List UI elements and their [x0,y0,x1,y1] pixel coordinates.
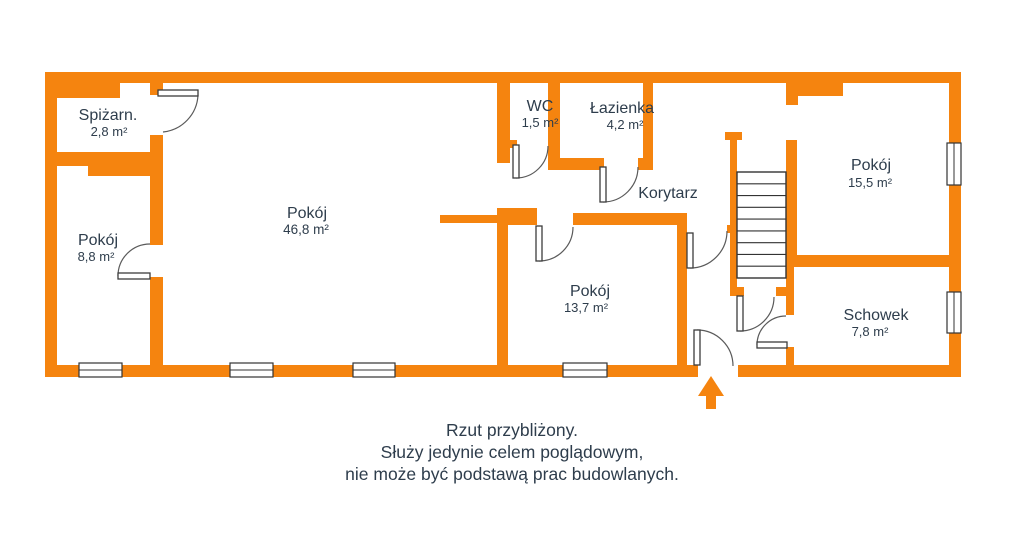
wall-segment [45,72,57,377]
door-pokoj-sredni [535,225,574,262]
room-name: Łazienka [590,100,654,117]
room-area: 8,8 m² [78,249,116,264]
window [562,362,608,378]
room-name: Pokój [851,157,891,174]
wall-segment [643,83,653,170]
room-label-pokoj-sredni: Pokój 13,7 m² [564,283,610,315]
room-name: Schowek [844,307,910,324]
room-area: 7,8 m² [852,324,890,339]
room-label-lazienka: Łazienka 4,2 m² [590,100,654,132]
room-area: 15,5 m² [848,175,893,190]
wall-segment [573,213,687,225]
wall-segment [786,347,794,365]
window [946,291,962,334]
wall-segment [786,267,794,315]
wall-segment [677,225,687,365]
wall-segment [738,365,961,377]
room-name: Pokój [287,205,327,222]
room-label-pokoj-duzy: Pokój 46,8 m² [283,205,329,237]
room-area: 2,8 m² [91,124,129,139]
wall-segment [497,83,510,163]
wall-segment [730,133,737,295]
door-spizarnia [157,89,199,133]
windows [78,142,962,378]
window [352,362,396,378]
room-area: 1,5 m² [522,115,560,130]
wall-segment [788,83,843,96]
door-understairs-left [736,295,775,332]
window [229,362,274,378]
door-entrance [693,329,734,367]
wall-segment [786,140,797,267]
wall-segment [150,135,163,245]
room-area: 13,7 m² [564,300,609,315]
wall-segment [786,255,961,267]
room-label-pokoj-maly: Pokój 8,8 m² [78,232,118,264]
disclaimer-line-1: Rzut przybliżony. [446,420,578,440]
walls [45,72,961,377]
wall-segment [497,208,537,225]
disclaimer-note: Rzut przybliżony. Służy jedynie celem po… [345,420,679,484]
wall-segment [548,158,604,170]
wall-segment [45,152,163,166]
door-lazienka [599,166,639,203]
wall-segment [88,166,163,176]
disclaimer-line-2: Służy jedynie celem poglądowym, [381,442,644,462]
entrance-arrow-icon [698,376,724,409]
room-name: Korytarz [638,185,698,202]
staircase [736,171,787,279]
room-label-wc: WC 1,5 m² [522,98,560,130]
wall-segment [440,215,497,223]
room-name: Pokój [78,232,118,249]
room-name: WC [527,98,554,115]
doors [117,89,788,367]
door-wc [512,144,549,179]
wall-segment [150,277,163,365]
room-name: Spiżarn. [79,107,138,124]
room-area: 46,8 m² [283,222,329,237]
wall-segment [45,83,120,98]
room-area: 4,2 m² [607,117,645,132]
wall-segment [510,140,517,148]
wall-segment [497,225,508,365]
room-name: Pokój [570,283,610,300]
window [946,142,962,186]
room-label-pokoj-gorny: Pokój 15,5 m² [848,157,893,190]
wall-segment [730,287,744,296]
wall-segment [638,158,653,170]
room-label-korytarz: Korytarz [638,185,698,202]
disclaimer-line-3: nie może być podstawą prac budowlanych. [345,464,679,484]
room-labels: Spiżarn. 2,8 m² Pokój 8,8 m² Pokój 46,8 … [78,98,910,339]
wall-segment [776,287,790,296]
door-korytarz [686,230,728,269]
door-schowek [756,315,788,349]
room-label-schowek: Schowek 7,8 m² [844,307,910,339]
room-label-spizarnia: Spiżarn. 2,8 m² [79,107,138,139]
wall-segment [548,83,560,170]
wall-segment [45,72,961,83]
window [78,362,123,378]
door-pokoj-maly [117,243,151,280]
